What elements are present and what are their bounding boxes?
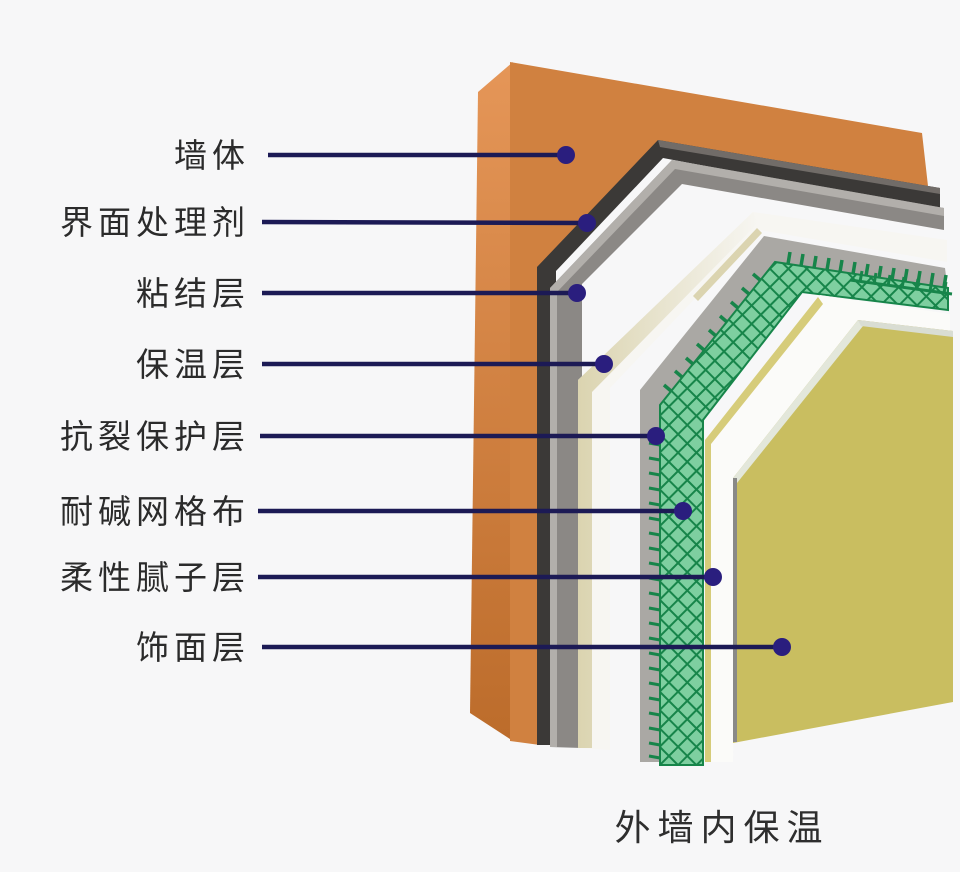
label-text-interface-agent: 界面处理剂 xyxy=(60,204,250,241)
finish-top-edge xyxy=(858,320,953,337)
label-insulation: 保温层 xyxy=(136,346,613,383)
leader-dot xyxy=(674,502,692,520)
wall-front-face xyxy=(510,62,928,745)
mesh-fringe-bevel xyxy=(662,272,762,393)
label-finish: 饰面层 xyxy=(136,629,791,666)
interface-agent-top-edge xyxy=(658,140,940,194)
leader-line xyxy=(261,219,588,226)
leader-dot xyxy=(647,427,665,445)
insulation-inner-edge-line xyxy=(693,228,762,301)
leader-dot xyxy=(578,214,596,232)
label-text-mesh: 耐碱网格布 xyxy=(60,493,250,530)
diagram-caption: 外墙内保温 xyxy=(614,807,829,848)
label-interface-agent: 界面处理剂 xyxy=(60,204,596,241)
label-text-wall: 墙体 xyxy=(174,137,250,174)
label-mesh: 耐碱网格布 xyxy=(60,493,692,530)
label-putty: 柔性腻子层 xyxy=(60,559,722,596)
label-text-anti-crack: 抗裂保护层 xyxy=(60,418,250,455)
mesh-fringe-top xyxy=(786,251,948,288)
putty-thickness-edge xyxy=(705,297,823,762)
layer-bonding xyxy=(550,160,944,748)
label-text-bonding: 粘结层 xyxy=(136,275,250,312)
putty-band xyxy=(705,295,950,762)
label-text-insulation: 保温层 xyxy=(136,346,250,383)
layer-putty xyxy=(705,295,950,762)
insulation-thickness-edge xyxy=(578,212,758,748)
mesh-band xyxy=(659,260,949,766)
leader-dot xyxy=(704,568,722,586)
finish-panel xyxy=(733,320,953,743)
label-bonding: 粘结层 xyxy=(136,275,586,312)
layer-insulation xyxy=(578,212,947,750)
leader-dot xyxy=(773,638,791,656)
leader-dot xyxy=(595,355,613,373)
finish-chamfer-edge xyxy=(733,320,863,483)
leader-dot xyxy=(557,146,575,164)
label-text-finish: 饰面层 xyxy=(136,629,250,666)
mesh-fringe-right-ticks xyxy=(858,270,948,294)
layer-wall xyxy=(470,62,928,745)
label-wall: 墙体 xyxy=(174,137,575,174)
wall-side-face xyxy=(470,62,513,741)
label-anti-crack: 抗裂保护层 xyxy=(60,418,665,455)
finish-left-edge xyxy=(733,478,737,742)
labels: 墙体 界面处理剂 粘结层 保温层 抗裂保护层 耐碱网格布 xyxy=(60,137,791,666)
bonding-band xyxy=(550,160,944,748)
leader-dot xyxy=(568,284,586,302)
label-text-putty: 柔性腻子层 xyxy=(60,559,250,596)
layer-finish xyxy=(733,320,953,743)
